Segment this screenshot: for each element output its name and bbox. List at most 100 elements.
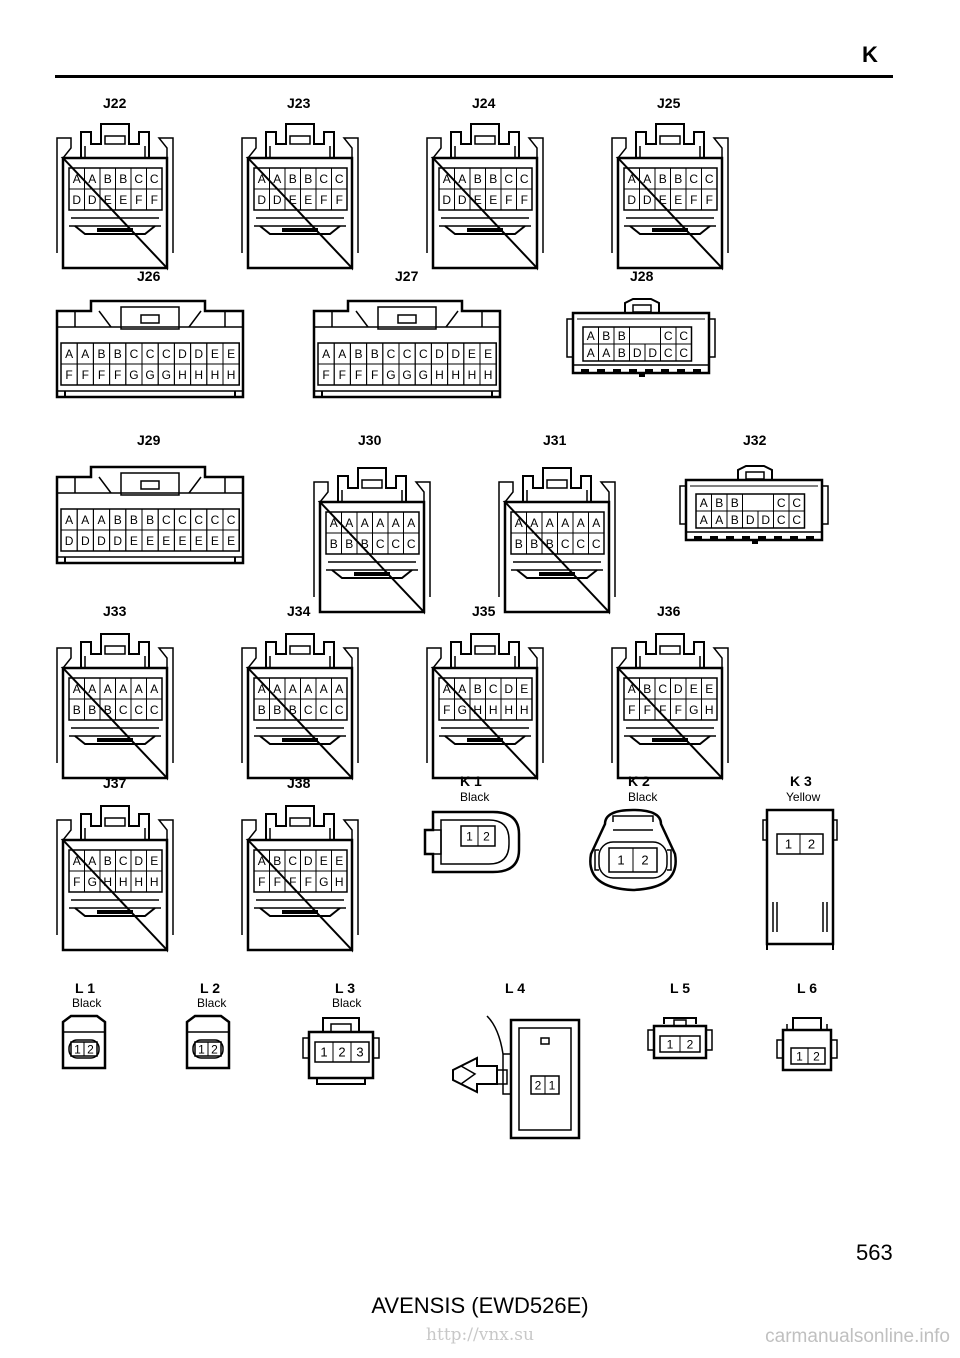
pin-label: A bbox=[88, 854, 96, 868]
pin-label: B bbox=[731, 513, 739, 527]
pin-label: G bbox=[129, 368, 138, 382]
connector-j28-label: J28 bbox=[630, 268, 654, 284]
footer-url[interactable]: http://vnx.su bbox=[426, 1325, 534, 1345]
connector-l3-label: L 3 bbox=[335, 980, 355, 996]
pin-number: 1 bbox=[198, 1042, 205, 1056]
pin-label: F bbox=[322, 368, 329, 382]
pin-label: F bbox=[289, 875, 296, 889]
pin-label: H bbox=[489, 703, 498, 717]
connector-k1-color: Black bbox=[460, 790, 490, 804]
page-number: 563 bbox=[856, 1240, 893, 1265]
pin-label: D bbox=[442, 193, 451, 207]
connector-j38-label: J38 bbox=[287, 775, 311, 791]
pin-label: D bbox=[88, 193, 97, 207]
pin-label: C bbox=[119, 703, 128, 717]
pin-label: A bbox=[515, 516, 523, 530]
pin-label: C bbox=[576, 537, 585, 551]
pin-label: D bbox=[674, 682, 683, 696]
pin-label: A bbox=[73, 172, 81, 186]
pin-label: C bbox=[335, 172, 344, 186]
pin-label: D bbox=[761, 513, 770, 527]
connector-body bbox=[61, 666, 169, 780]
pin-label: A bbox=[97, 513, 105, 527]
pin-label: D bbox=[458, 193, 467, 207]
pin-label: B bbox=[289, 703, 297, 717]
pin-label: A bbox=[443, 172, 451, 186]
connector-body bbox=[55, 465, 245, 565]
pin-label: B bbox=[273, 703, 281, 717]
pin-label: A bbox=[150, 682, 158, 696]
pin-label: E bbox=[195, 534, 203, 548]
pin-label: C bbox=[319, 703, 328, 717]
pin-label: C bbox=[387, 347, 396, 361]
pin-label: C bbox=[391, 537, 400, 551]
connector-k2-label: K 2 bbox=[628, 773, 650, 789]
connector-j37-label: J37 bbox=[103, 775, 127, 791]
connector-body bbox=[616, 666, 724, 780]
pin-number: 2 bbox=[211, 1042, 218, 1056]
pin-label: E bbox=[104, 193, 112, 207]
pin-label: C bbox=[792, 496, 801, 510]
pin-label: F bbox=[305, 875, 312, 889]
pin-label: D bbox=[81, 534, 90, 548]
pin-label: B bbox=[618, 346, 626, 360]
pin-label: B bbox=[146, 513, 154, 527]
pin-grid-frame bbox=[253, 677, 348, 721]
pin-label: E bbox=[227, 347, 235, 361]
pin-number: 1 bbox=[466, 829, 473, 843]
pin-label: B bbox=[643, 682, 651, 696]
pin-label: F bbox=[521, 193, 528, 207]
pin-label: A bbox=[376, 516, 384, 530]
connector-j25-label: J25 bbox=[657, 95, 681, 111]
pin-label: E bbox=[659, 193, 667, 207]
pin-label: C bbox=[376, 537, 385, 551]
connector-l1-color: Black bbox=[72, 996, 102, 1010]
pin-label: B bbox=[119, 172, 127, 186]
pin-label: F bbox=[258, 875, 265, 889]
pin-label: D bbox=[178, 347, 187, 361]
pin-label: H bbox=[150, 875, 159, 889]
pin-label: A bbox=[628, 682, 636, 696]
pin-grid-frame bbox=[510, 511, 605, 555]
connector-body bbox=[312, 299, 502, 399]
pin-number: 2 bbox=[338, 1045, 345, 1060]
pin-label: B bbox=[361, 537, 369, 551]
pin-label: A bbox=[81, 347, 89, 361]
pin-label: A bbox=[715, 513, 723, 527]
pin-label: A bbox=[65, 347, 73, 361]
connector-body bbox=[61, 838, 169, 952]
pin-label: D bbox=[633, 346, 642, 360]
connector-j23-label: J23 bbox=[287, 95, 311, 111]
connector-body bbox=[431, 666, 539, 780]
pin-label: A bbox=[530, 516, 538, 530]
pin-label: A bbox=[73, 854, 81, 868]
pin-grid-frame bbox=[253, 849, 348, 893]
pin-label: E bbox=[150, 854, 158, 868]
pin-label: A bbox=[577, 516, 585, 530]
pin-label: F bbox=[644, 703, 651, 717]
pin-label: F bbox=[339, 368, 346, 382]
pin-label: D bbox=[304, 854, 313, 868]
pin-label: F bbox=[675, 703, 682, 717]
pin-grid-frame bbox=[438, 167, 533, 211]
pin-label: A bbox=[345, 516, 353, 530]
pin-label: H bbox=[194, 368, 203, 382]
pin-label: C bbox=[592, 537, 601, 551]
connector-k3-label: K 3 bbox=[790, 773, 812, 789]
pin-label: G bbox=[386, 368, 395, 382]
pin-number: 1 bbox=[785, 837, 792, 852]
pin-label: G bbox=[458, 703, 467, 717]
